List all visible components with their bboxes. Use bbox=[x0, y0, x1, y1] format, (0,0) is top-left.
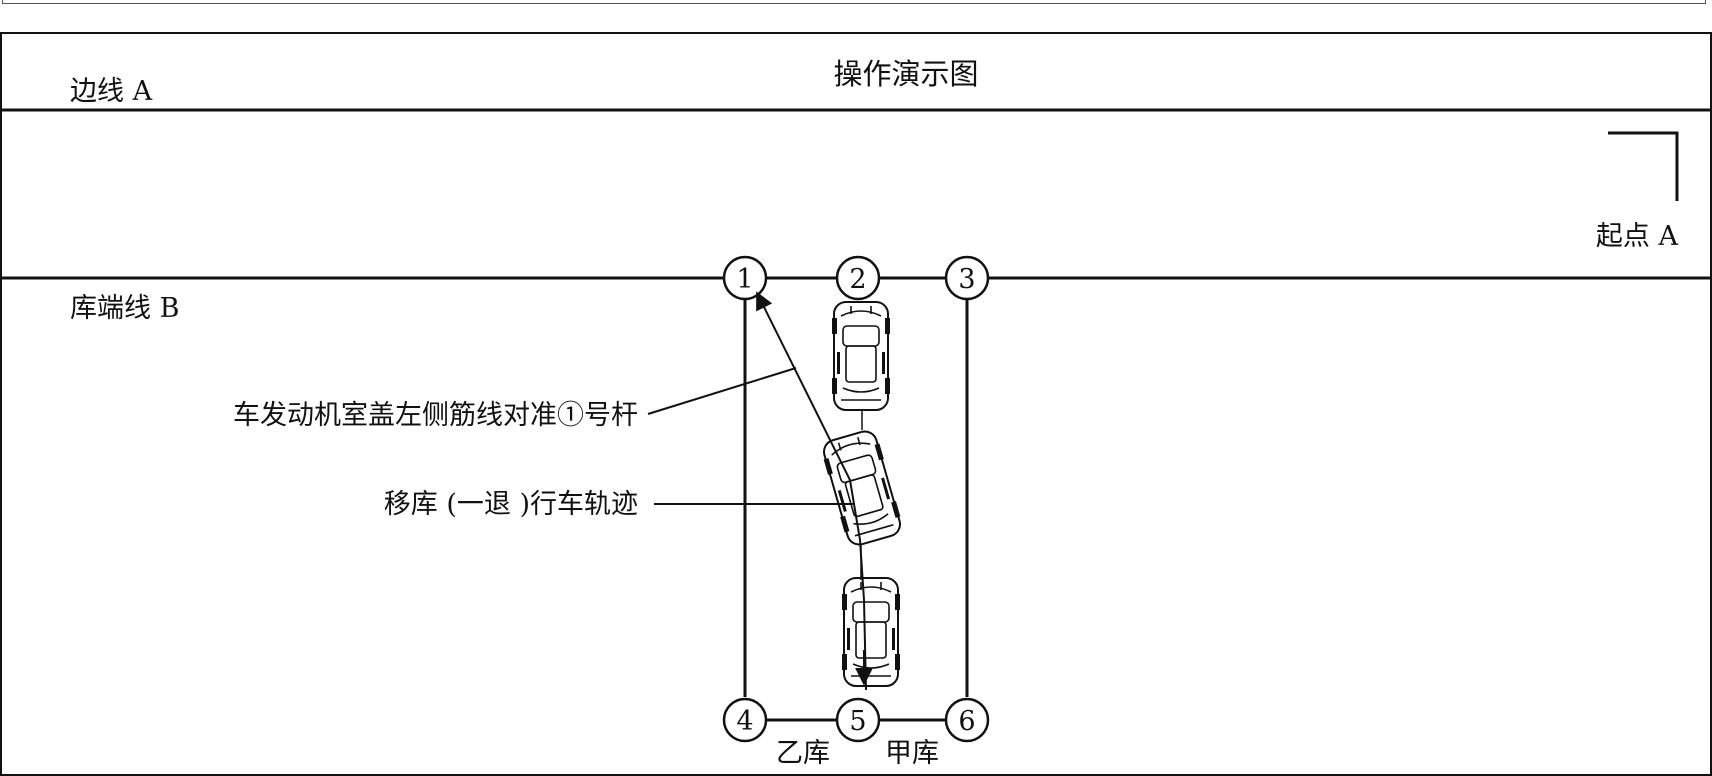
start-point-marker bbox=[1608, 131, 1679, 201]
callout-hood-leader bbox=[647, 367, 797, 415]
start-point-label: 起点 A bbox=[1596, 221, 1679, 252]
pole-3: 3 bbox=[944, 255, 990, 301]
garage-yi-label: 乙库 bbox=[776, 738, 830, 769]
svg-text:4: 4 bbox=[736, 706, 753, 737]
top-frame bbox=[2, 0, 1706, 4]
callout-hood-text: 车发动机室盖左侧筋线对准①号杆 bbox=[233, 400, 638, 431]
svg-text:3: 3 bbox=[958, 264, 975, 295]
svg-text:6: 6 bbox=[958, 706, 975, 737]
svg-text:5: 5 bbox=[849, 706, 866, 737]
svg-text:1: 1 bbox=[736, 264, 753, 295]
svg-text:2: 2 bbox=[849, 264, 866, 295]
pole-2: 2 bbox=[835, 255, 881, 301]
diagram-frame bbox=[0, 32, 1712, 776]
garage-jia-label: 甲库 bbox=[885, 738, 939, 769]
pole-6: 6 bbox=[944, 697, 990, 743]
callout-track-text: 移库 (一退 )行车轨迹 bbox=[384, 489, 638, 520]
garage-end-line-label: 库端线 B bbox=[70, 293, 179, 324]
pole-1: 1 bbox=[722, 255, 768, 301]
driving-trajectory bbox=[756, 291, 867, 691]
pole-5: 5 bbox=[835, 697, 881, 743]
car-top-position bbox=[831, 301, 891, 411]
car-bottom-position bbox=[841, 577, 901, 687]
side-line-label: 边线 A bbox=[70, 76, 153, 107]
diagram-title: 操作演示图 bbox=[833, 57, 978, 91]
pole-4: 4 bbox=[722, 697, 768, 743]
